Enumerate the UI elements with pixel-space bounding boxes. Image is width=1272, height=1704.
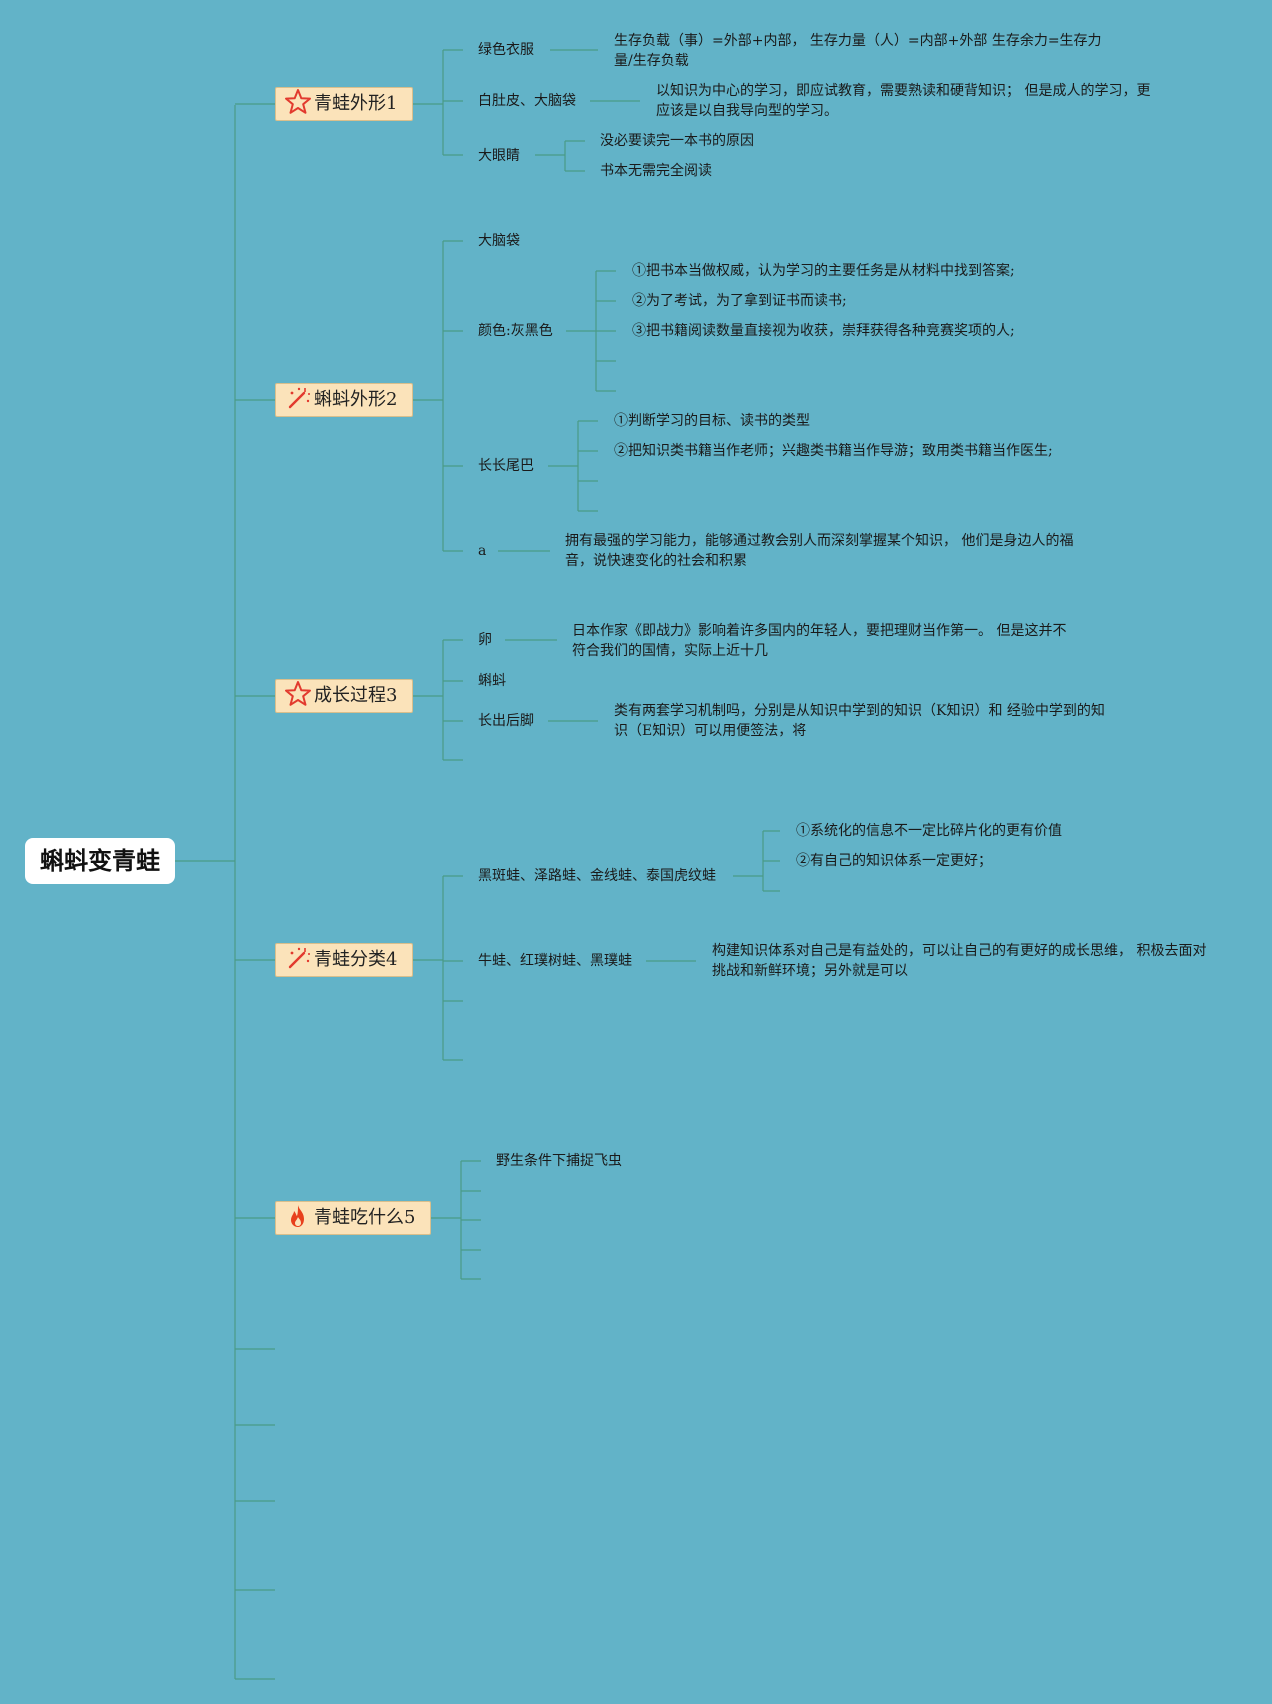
leaf-node[interactable]: 构建知识体系对自己是有益处的，可以让自己的有更好的成长思维， 积极去面对挑战和新… — [712, 943, 1207, 979]
magic-wand-icon — [284, 384, 312, 412]
leaf-node[interactable]: ②为了考试，为了拿到证书而读书; — [632, 293, 847, 309]
branch-node-2[interactable]: 蝌蚪外形2 — [275, 383, 413, 417]
leaf-node[interactable]: ①把书本当做权威，认为学习的主要任务是从材料中找到答案; — [632, 263, 1015, 279]
magic-wand-icon — [284, 944, 312, 972]
branch-label-3: 成长过程3 — [314, 685, 398, 706]
star-icon — [284, 680, 312, 708]
child-node[interactable]: 黑斑蛙、泽路蛙、金线蛙、泰国虎纹蛙 — [478, 868, 716, 884]
leaf-node[interactable]: ②有自己的知识体系一定更好； — [796, 853, 992, 869]
child-node[interactable]: a — [478, 543, 487, 559]
child-node[interactable]: 长长尾巴 — [478, 458, 534, 474]
leaf-node[interactable]: 以知识为中心的学习，即应试教育，需要熟读和硬背知识； 但是成人的学习，更应该是以… — [656, 83, 1151, 119]
leaf-node[interactable]: 书本无需完全阅读 — [600, 163, 712, 179]
branch-label-2: 蝌蚪外形2 — [314, 389, 398, 410]
leaf-node[interactable]: ③把书籍阅读数量直接视为收获，崇拜获得各种竞赛奖项的人; — [632, 323, 1015, 339]
child-node[interactable]: 牛蛙、红璞树蛙、黑璞蛙 — [478, 953, 632, 969]
child-node[interactable]: 蝌蚪 — [478, 673, 506, 689]
leaf-node[interactable]: 日本作家《即战力》影响着许多国内的年轻人，要把理财当作第一。 但是这并不符合我们… — [572, 623, 1067, 659]
branch-node-3[interactable]: 成长过程3 — [275, 679, 413, 713]
leaf-node[interactable]: ①判断学习的目标、读书的类型 — [614, 413, 810, 429]
leaf-node[interactable]: 生存负载（事）=外部+内部， 生存力量（人）=内部+外部 生存余力=生存力量/生… — [614, 33, 1102, 69]
child-node[interactable]: 长出后脚 — [478, 713, 534, 729]
child-node[interactable]: 野生条件下捕捉飞虫 — [496, 1153, 622, 1169]
leaf-node[interactable]: 类有两套学习机制吗，分别是从知识中学到的知识（K知识）和 经验中学到的知识（E知… — [614, 703, 1105, 739]
branch-node-4[interactable]: 青蛙分类4 — [275, 943, 413, 977]
branch-label-4: 青蛙分类4 — [314, 949, 398, 970]
leaf-node[interactable]: ①系统化的信息不一定比碎片化的更有价值 — [796, 823, 1062, 839]
root-node[interactable]: 蝌蚪变青蛙 — [25, 838, 175, 884]
child-node[interactable]: 颜色:灰黑色 — [478, 323, 553, 339]
child-node[interactable]: 绿色衣服 — [478, 42, 534, 58]
root-title: 蝌蚪变青蛙 — [40, 847, 160, 875]
leaf-node[interactable]: 没必要读完一本书的原因 — [600, 133, 754, 149]
leaf-node[interactable]: ②把知识类书籍当作老师；兴趣类书籍当作导游；致用类书籍当作医生; — [614, 443, 1053, 459]
fire-icon — [284, 1202, 312, 1230]
child-node[interactable]: 白肚皮、大脑袋 — [478, 93, 576, 109]
branch-label-1: 青蛙外形1 — [314, 93, 398, 114]
branch-node-5[interactable]: 青蛙吃什么5 — [275, 1201, 431, 1235]
child-node[interactable]: 卵 — [478, 632, 492, 648]
leaf-node[interactable]: 拥有最强的学习能力，能够通过教会别人而深刻掌握某个知识， 他们是身边人的福音，说… — [565, 533, 1074, 569]
branch-node-1[interactable]: 青蛙外形1 — [275, 87, 413, 121]
branch-label-5: 青蛙吃什么5 — [314, 1207, 416, 1228]
child-node[interactable]: 大眼睛 — [478, 148, 520, 164]
star-icon — [284, 88, 312, 116]
child-node[interactable]: 大脑袋 — [478, 233, 520, 249]
